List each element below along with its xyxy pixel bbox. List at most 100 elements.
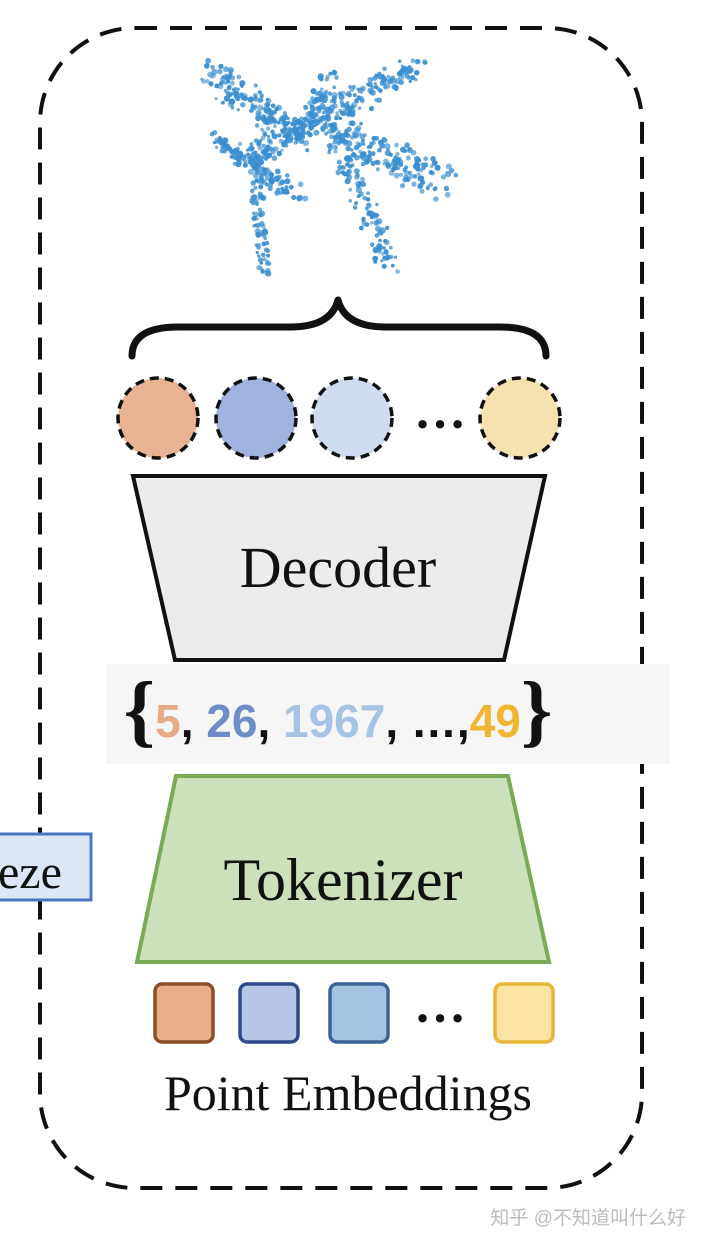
airplane-point: [385, 161, 391, 167]
airplane-point: [326, 143, 332, 149]
airplane-point: [253, 96, 258, 100]
airplane-point: [257, 99, 262, 103]
airplane-point: [423, 156, 429, 162]
airplane-point: [307, 100, 313, 106]
airplane-point: [253, 185, 258, 191]
airplane-point: [408, 79, 412, 84]
airplane-point: [356, 144, 361, 148]
airplane-point: [233, 86, 238, 91]
airplane-point: [377, 147, 382, 153]
airplane-point: [354, 154, 360, 161]
airplane-point: [408, 173, 415, 179]
airplane-point: [306, 122, 312, 128]
airplane-point: [220, 100, 225, 105]
airplane-point: [337, 164, 343, 171]
airplane-point: [257, 191, 263, 197]
airplane-point: [395, 151, 400, 157]
airplane-point: [344, 178, 351, 185]
airplane-point: [412, 174, 418, 179]
airplane-point: [230, 80, 235, 86]
airplane-point: [382, 246, 386, 250]
airplane-point: [217, 83, 224, 90]
airplane-point: [267, 145, 273, 151]
airplane-point: [383, 239, 390, 246]
airplane-point: [236, 108, 240, 112]
airplane-point: [247, 168, 255, 175]
airplane-point: [336, 141, 341, 146]
airplane-point: [256, 264, 262, 270]
airplane-point: [317, 119, 321, 123]
airplane-point: [360, 176, 366, 182]
airplane-point: [361, 216, 366, 222]
decoder-block: Decoder: [130, 474, 548, 662]
airplane-point: [310, 107, 316, 113]
decoder-output-tokens: …: [116, 376, 562, 460]
airplane-point: [374, 233, 379, 238]
airplane-point: [239, 80, 246, 87]
embedding-n: [493, 982, 555, 1044]
airplane-point: [367, 202, 371, 207]
airplane-point: [277, 133, 282, 138]
airplane-point: [316, 108, 322, 114]
airplane-point: [369, 221, 374, 225]
airplane-point: [218, 63, 224, 70]
airplane-point: [257, 145, 263, 151]
airplane-point: [354, 201, 359, 206]
airplane-point: [288, 136, 294, 142]
airplane-point: [373, 81, 378, 86]
airplane-point: [282, 110, 288, 116]
airplane-point: [251, 105, 257, 111]
token-sequence-backdrop: [106, 664, 670, 764]
airplane-point: [270, 103, 276, 109]
airplane-point: [334, 116, 339, 121]
airplane-point: [217, 68, 223, 75]
airplane-point: [381, 263, 387, 269]
airplane-point: [284, 185, 289, 190]
airplane-point: [395, 269, 400, 274]
airplane-point: [284, 173, 290, 178]
airplane-point: [307, 132, 313, 138]
airplane-point: [404, 72, 408, 76]
embedding-2: [238, 982, 300, 1044]
airplane-point: [345, 145, 351, 152]
airplane-point: [284, 178, 291, 185]
airplane-point: [214, 97, 218, 101]
token-3: 1967: [283, 695, 385, 747]
tokenizer-block: Tokenizer: [134, 774, 552, 964]
airplane-point: [280, 186, 284, 191]
airplane-point: [271, 155, 278, 161]
airplane-point: [214, 145, 219, 149]
embedding-3: [328, 982, 390, 1044]
output-brace: [128, 296, 550, 360]
airplane-point: [258, 184, 264, 190]
airplane-point: [257, 257, 263, 263]
airplane-point: [265, 126, 271, 131]
token-sequence: {5, 26, 1967, …,49}: [124, 667, 553, 755]
airplane-point: [375, 167, 380, 172]
airplane-point: [335, 134, 340, 140]
token-sep-1: ,: [181, 695, 207, 747]
airplane-point: [407, 65, 412, 70]
airplane-point: [355, 180, 362, 187]
airplane-point: [328, 71, 333, 76]
airplane-point: [310, 88, 317, 95]
airplane-point: [271, 176, 277, 182]
airplane-point: [383, 249, 389, 255]
airplane-point: [249, 156, 254, 161]
airplane-point: [314, 91, 320, 96]
airplane-point: [260, 269, 265, 274]
airplane-point: [337, 129, 341, 134]
airplane-point: [433, 196, 439, 202]
airplane-point: [272, 118, 278, 125]
airplane-point: [398, 59, 402, 63]
airplane-point: [260, 135, 266, 141]
airplane-point: [319, 102, 326, 109]
airplane-point: [249, 188, 255, 194]
airplane-point: [331, 69, 338, 76]
airplane-point: [390, 75, 396, 81]
airplane-point: [319, 87, 324, 92]
airplane-point: [384, 149, 391, 157]
airplane-point: [403, 149, 408, 153]
airplane-point: [370, 161, 376, 167]
airplane-point: [410, 149, 417, 156]
